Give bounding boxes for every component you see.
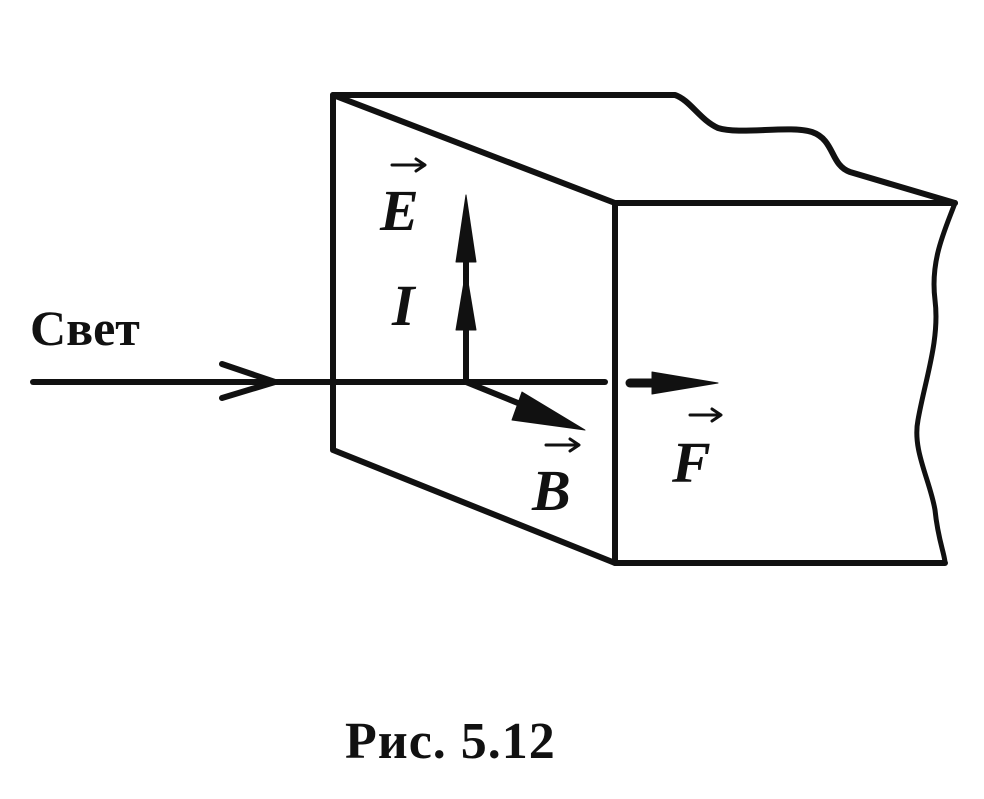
vector-F-arrow xyxy=(625,371,719,395)
B-label: B xyxy=(531,458,571,523)
I-arrowhead xyxy=(455,269,477,331)
E-arrowhead xyxy=(455,194,477,263)
block-broken-edge xyxy=(914,200,958,566)
light-label: Свет xyxy=(30,300,140,356)
block-top-face xyxy=(330,92,958,206)
F-arrowhead xyxy=(651,371,719,395)
figure-caption: Рис. 5.12 xyxy=(345,713,556,770)
label-F: F xyxy=(671,407,723,495)
label-E: E xyxy=(379,157,427,243)
block xyxy=(330,92,958,566)
B-arrowhead xyxy=(511,391,586,431)
E-vector-mark xyxy=(390,157,427,173)
I-label: I xyxy=(391,273,417,338)
vector-B-arrow xyxy=(463,379,586,431)
E-label: E xyxy=(379,178,419,243)
F-label: F xyxy=(671,430,711,495)
vector-E-arrow xyxy=(455,194,477,385)
light-arrowhead xyxy=(219,361,278,401)
label-B: B xyxy=(531,437,581,523)
light-ray xyxy=(30,361,608,401)
block-right-face xyxy=(612,200,958,566)
F-vector-mark xyxy=(688,407,723,423)
B-vector-mark xyxy=(544,437,581,453)
